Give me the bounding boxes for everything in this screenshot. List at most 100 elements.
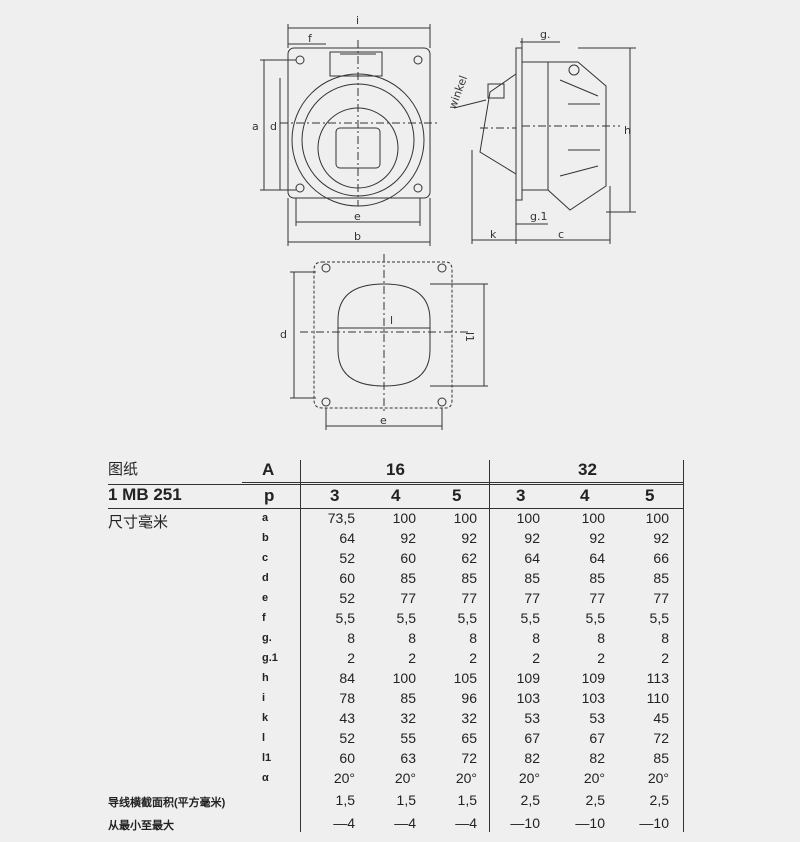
table-cell: 2,5 xyxy=(649,792,669,808)
table-cell: 5,5 xyxy=(520,610,540,626)
table-cell: 20° xyxy=(647,770,669,786)
front-view-screw xyxy=(413,55,423,65)
table-cell: 8 xyxy=(597,630,605,646)
cutout-plate xyxy=(313,261,453,409)
table-cell: 2 xyxy=(532,650,540,666)
p-value: 5 xyxy=(452,486,462,505)
table-cell: 78 xyxy=(339,690,355,706)
table-cell: 2,5 xyxy=(585,792,605,808)
table-cell: 85 xyxy=(400,690,416,706)
table-cell: 100 xyxy=(645,510,669,526)
table-cell: 85 xyxy=(653,570,669,586)
dim-label-l1: l1 xyxy=(463,332,476,342)
table-cell: 100 xyxy=(516,510,540,526)
side-view-cover xyxy=(547,61,607,211)
group-16-header: 16 xyxy=(386,460,405,479)
table-cell: —4 xyxy=(455,815,477,831)
column-A-header: A xyxy=(262,460,275,479)
dim-label-i: i xyxy=(356,14,359,27)
table-cell: 60 xyxy=(339,750,355,766)
table-cell: 60 xyxy=(339,570,355,586)
cable-label: 导线横截面积(平方毫米) xyxy=(108,797,226,809)
table-cell: —10 xyxy=(639,815,669,831)
row-label: g.1 xyxy=(262,652,278,664)
table-cell: 100 xyxy=(581,510,605,526)
dims-caption: 尺寸毫米 xyxy=(108,514,169,531)
table-cell: 2,5 xyxy=(520,792,540,808)
table-cell: 2 xyxy=(597,650,605,666)
dim-label-g: g. xyxy=(540,28,550,41)
table-title: 图纸 xyxy=(108,461,139,478)
dim-label-e2: e xyxy=(380,414,387,427)
cutout-hole xyxy=(337,283,431,387)
table-cell: 85 xyxy=(653,750,669,766)
table-cell: —10 xyxy=(575,815,605,831)
table-cell: 77 xyxy=(461,590,477,606)
table-cell: 100 xyxy=(392,510,416,526)
p-value: 3 xyxy=(516,486,526,505)
table-cell: 100 xyxy=(453,510,477,526)
table-cell: 92 xyxy=(524,530,540,546)
table-cell: 52 xyxy=(339,730,355,746)
model-number: 1 MB 251 xyxy=(108,485,182,504)
group-32-header: 32 xyxy=(578,460,597,479)
table-cell: 20° xyxy=(518,770,540,786)
table-cell: 8 xyxy=(532,630,540,646)
dim-label-f: f xyxy=(308,32,313,45)
p-value: 4 xyxy=(391,486,401,505)
row-label: e xyxy=(262,592,269,604)
table-cell: —10 xyxy=(510,815,540,831)
row-label: l xyxy=(262,732,266,744)
row-label: α xyxy=(262,772,269,784)
front-view-screw xyxy=(413,183,423,193)
p-value: 4 xyxy=(580,486,590,505)
table-cell: 45 xyxy=(653,710,669,726)
table-cell: 5,5 xyxy=(396,610,416,626)
table-cell: 2 xyxy=(469,650,477,666)
table-cell: 92 xyxy=(589,530,605,546)
table-cell: 1,5 xyxy=(335,792,355,808)
table-cell: 109 xyxy=(581,670,605,686)
table-cell: 43 xyxy=(339,710,355,726)
table-cell: 92 xyxy=(461,530,477,546)
table-cell: 5,5 xyxy=(335,610,355,626)
table-cell: 65 xyxy=(461,730,477,746)
table-cell: 53 xyxy=(589,710,605,726)
table-cell: 53 xyxy=(524,710,540,726)
row-label: i xyxy=(262,692,266,704)
table-cell: 100 xyxy=(392,670,416,686)
table-cell: 113 xyxy=(646,670,669,686)
table-cell: 5,5 xyxy=(457,610,477,626)
table-cell: 64 xyxy=(524,550,540,566)
table-cell: 110 xyxy=(646,690,669,706)
side-view-rear-socket xyxy=(479,73,517,175)
dim-label-g1: g.1 xyxy=(530,210,547,223)
table-cell: 63 xyxy=(400,750,416,766)
table-cell: 32 xyxy=(461,710,477,726)
cutout-screw xyxy=(437,397,447,407)
row-label: a xyxy=(262,512,269,524)
table-cell: 8 xyxy=(661,630,669,646)
cutout-screw xyxy=(321,263,331,273)
table-cell: 1,5 xyxy=(457,792,477,808)
table-cell: 92 xyxy=(653,530,669,546)
row-label: g. xyxy=(262,632,272,644)
dim-label-k: k xyxy=(490,228,497,241)
table-cell: 73,5 xyxy=(327,510,355,526)
table-cell: 62 xyxy=(461,550,477,566)
table-cell: 84 xyxy=(339,670,355,686)
table-cell: 82 xyxy=(524,750,540,766)
table-cell: 77 xyxy=(589,590,605,606)
table-cell: —4 xyxy=(333,815,355,831)
table-cell: 96 xyxy=(461,690,477,706)
row-label: h xyxy=(262,672,269,684)
row-label: c xyxy=(262,552,269,564)
table-cell: 92 xyxy=(400,530,416,546)
table-cell: 52 xyxy=(339,590,355,606)
dim-label-l: l xyxy=(390,314,393,327)
table-cell: 55 xyxy=(400,730,416,746)
table-cell: 85 xyxy=(589,570,605,586)
table-cell: 72 xyxy=(461,750,477,766)
table-cell: 67 xyxy=(589,730,605,746)
